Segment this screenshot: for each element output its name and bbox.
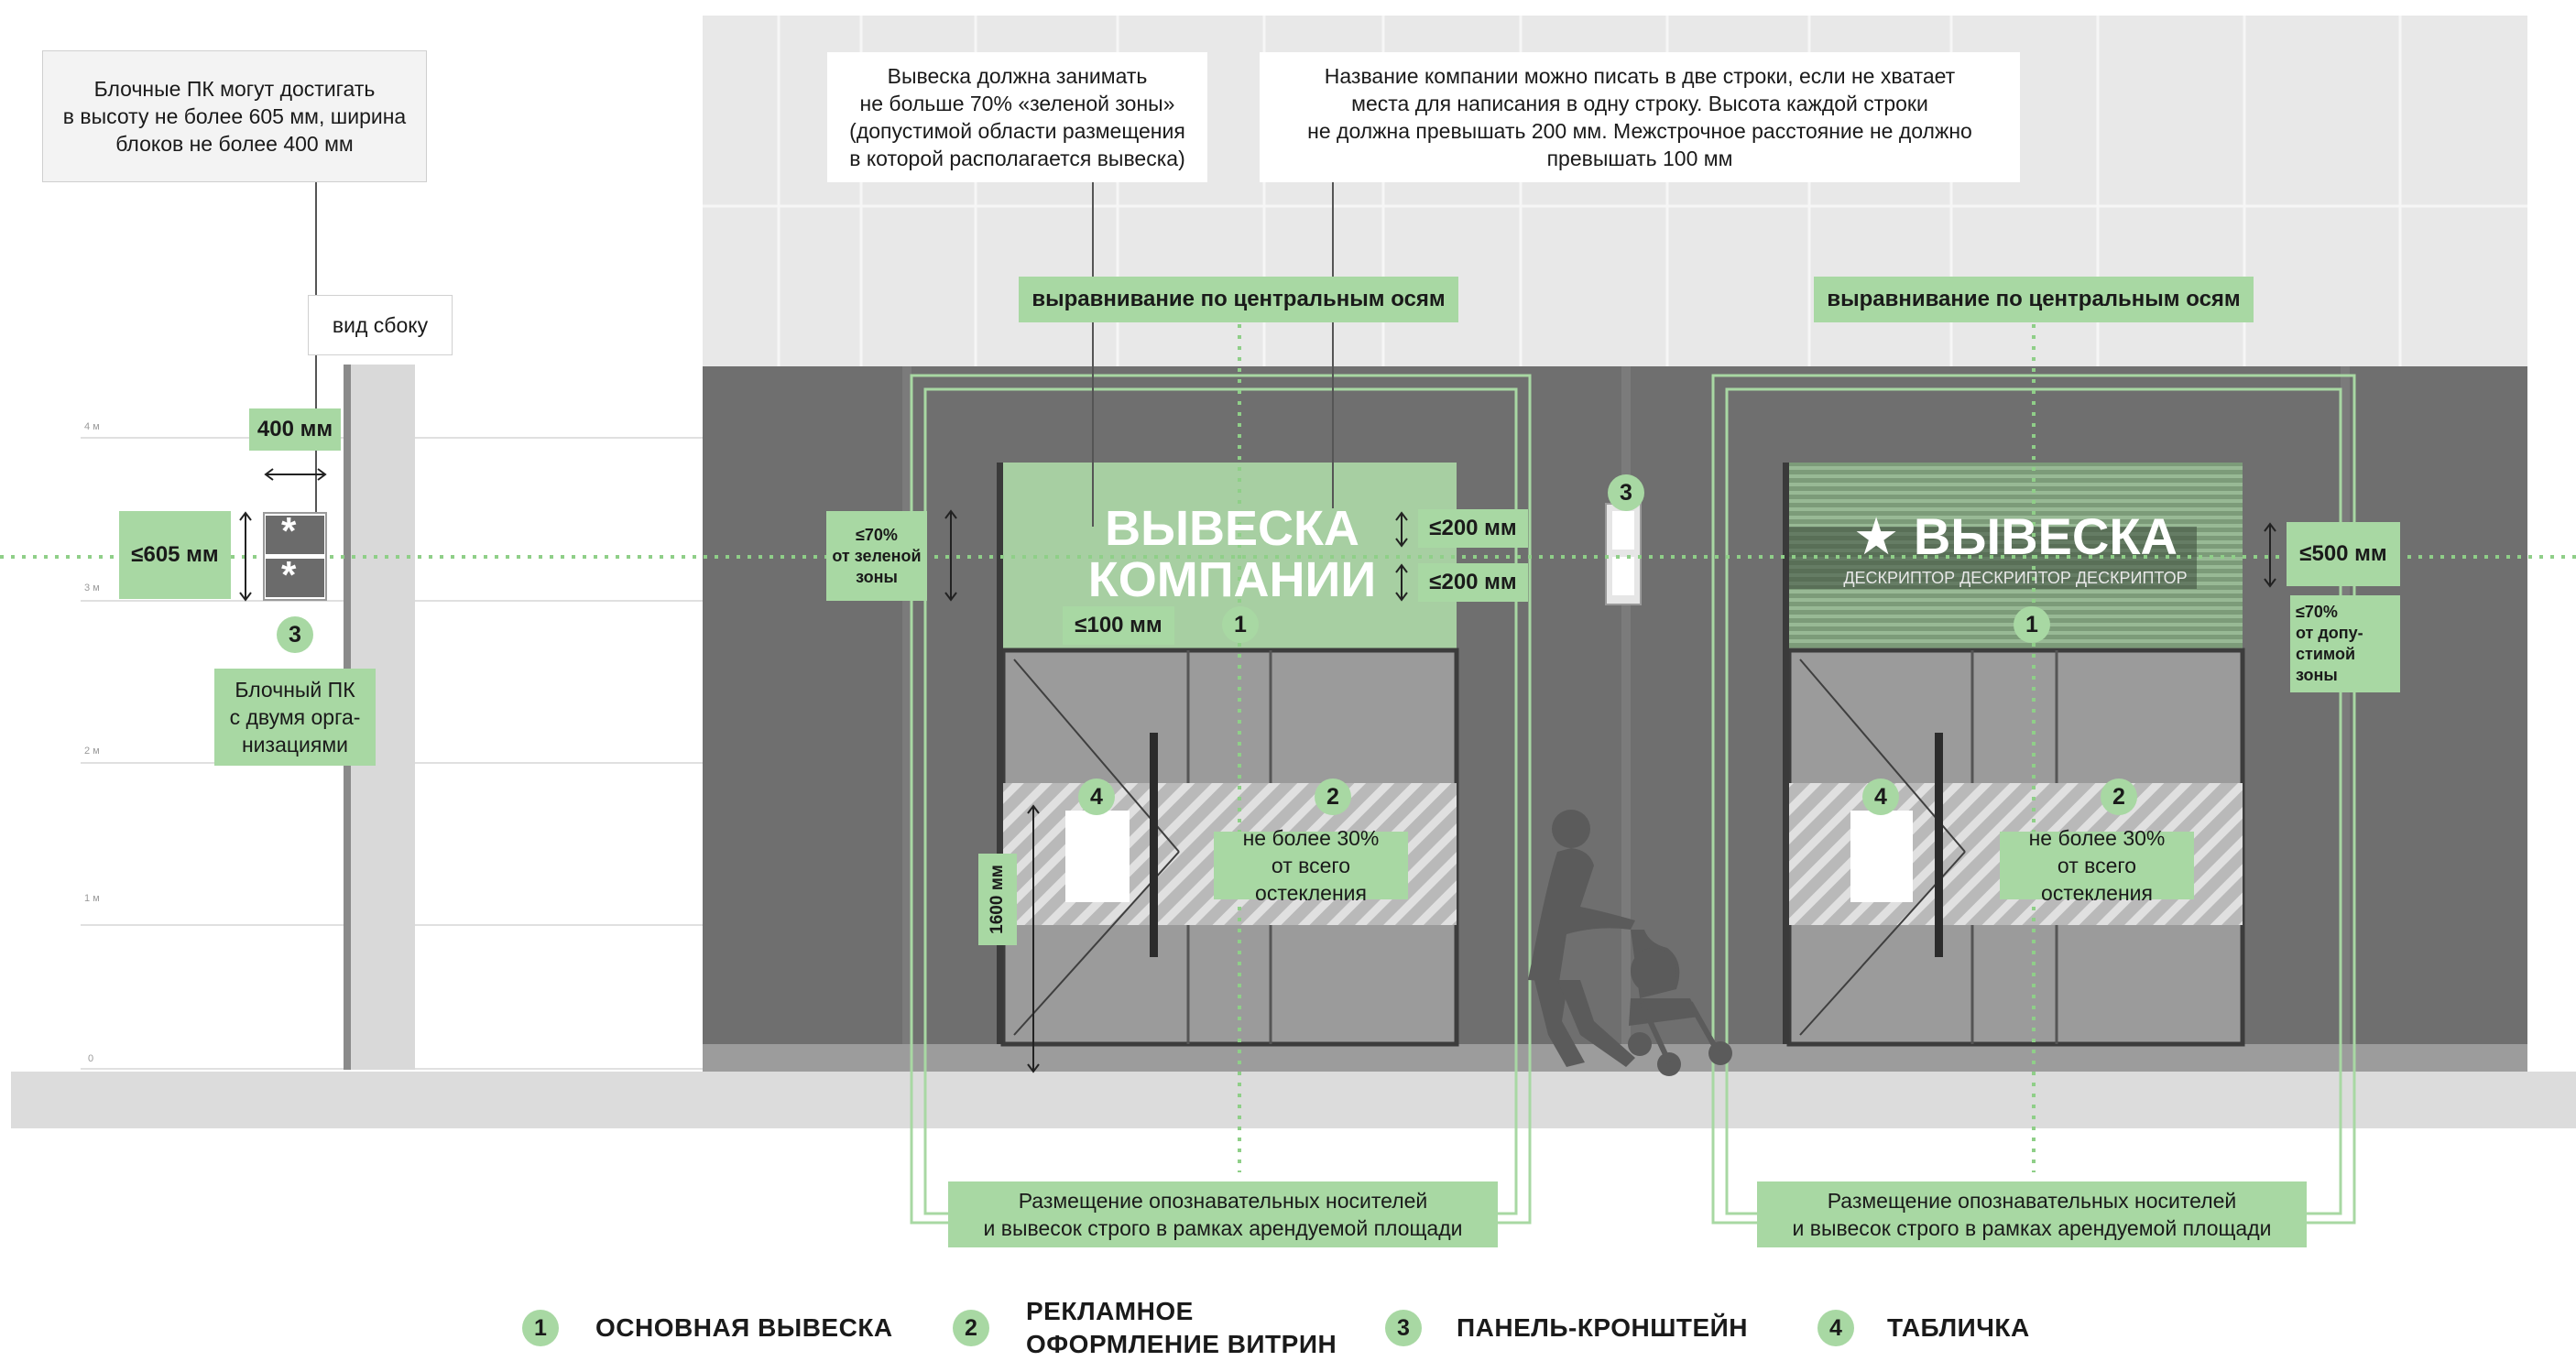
legend-label-4: ТАБЛИЧКА: [1887, 1313, 2030, 1342]
legend-marker-2: 2: [953, 1310, 989, 1346]
legend-label-2: РЕКЛАМНОЕ ОФОРМЛЕНИЕ ВИТРИН: [1026, 1297, 1337, 1358]
grid-label-4m: 4 м: [84, 421, 100, 432]
grid-label-1m: 1 м: [84, 893, 100, 904]
center-axis-tag-left: выравнивание по центральным осям: [1019, 277, 1458, 322]
right-sign-text: ★ ВЫВЕСКА: [1832, 509, 2199, 564]
right-sign-descriptor: ДЕСКРИПТОР ДЕСКРИПТОР ДЕСКРИПТОР: [1843, 569, 2188, 587]
sign-line-2: КОМПАНИИ: [1087, 552, 1377, 607]
pedestrian-silhouette: [1528, 810, 1732, 1076]
marker-1-left: 1: [1222, 606, 1259, 643]
legend-label-3: ПАНЕЛЬ-КРОНШТЕЙН: [1457, 1313, 1748, 1342]
line-spacing-tag: ≤100 мм: [1063, 606, 1174, 645]
marker-2-right: 2: [2101, 778, 2137, 815]
marker-4-right: 4: [1862, 778, 1899, 815]
grid-label-2m: 2 м: [84, 746, 100, 757]
block-pk-note: Блочные ПК могут достигать в высоту не б…: [42, 50, 427, 182]
placement-note-right: Размещение опознавательных носителей и в…: [1757, 1181, 2307, 1247]
marker-1-right: 1: [2014, 606, 2050, 643]
line-height-tag-2: ≤200 мм: [1418, 563, 1528, 602]
marker-3-center: 3: [1608, 474, 1644, 511]
center-axis-tag-right: выравнивание по центральным осям: [1814, 277, 2254, 322]
dimension-arrows: [239, 468, 2276, 1073]
sign-area-note: Вывеска должна занимать не больше 70% «з…: [827, 52, 1207, 182]
marker-4-left: 4: [1078, 778, 1115, 815]
right-sign-height-tag: ≤500 мм: [2287, 522, 2400, 586]
star-icon: ★: [1853, 507, 1900, 565]
door-height-label: 1600 мм: [988, 865, 1008, 934]
ground: [11, 1072, 2576, 1128]
central-axes: [1238, 302, 2036, 1172]
right-sign-label: ВЫВЕСКА: [1913, 507, 2178, 565]
legend-label-1: ОСНОВНАЯ ВЫВЕСКА: [595, 1313, 893, 1342]
block-pk-caption: Блочный ПК с двумя орга- низациями: [214, 669, 376, 766]
placement-note-left: Размещение опознавательных носителей и в…: [948, 1181, 1498, 1247]
grid-label-0m: 0: [88, 1053, 94, 1064]
sign-line-1: ВЫВЕСКА: [1105, 501, 1359, 556]
legend-marker-3: 3: [1385, 1310, 1422, 1346]
marker-3-left: 3: [277, 616, 313, 653]
side-view-label: вид сбоку: [308, 295, 453, 355]
line-height-tag-1: ≤200 мм: [1418, 509, 1528, 548]
door-height-tag: 1600 мм: [978, 854, 1017, 945]
block-pk-star-top: *: [281, 509, 297, 552]
lower-facade: [703, 366, 2527, 1072]
zone-percent-tag-left: ≤70% от зеленой зоны: [826, 511, 927, 601]
glazing-note-right: не более 30% от всего остекления: [2000, 826, 2194, 905]
legend-marker-1: 1: [522, 1310, 559, 1346]
glazing-note-left: не более 30% от всего остекления: [1214, 826, 1408, 905]
block-pk-star-bottom: *: [281, 553, 297, 596]
legend-marker-4: 4: [1817, 1310, 1854, 1346]
zone-percent-tag-right: ≤70% от допу- стимой зоны: [2290, 595, 2400, 692]
block-width-tag: 400 мм: [249, 408, 341, 451]
block-height-tag: ≤605 мм: [119, 511, 231, 599]
marker-2-left: 2: [1315, 778, 1351, 815]
grid-label-3m: 3 м: [84, 583, 100, 593]
two-lines-note: Название компании можно писать в две стр…: [1260, 52, 2020, 182]
